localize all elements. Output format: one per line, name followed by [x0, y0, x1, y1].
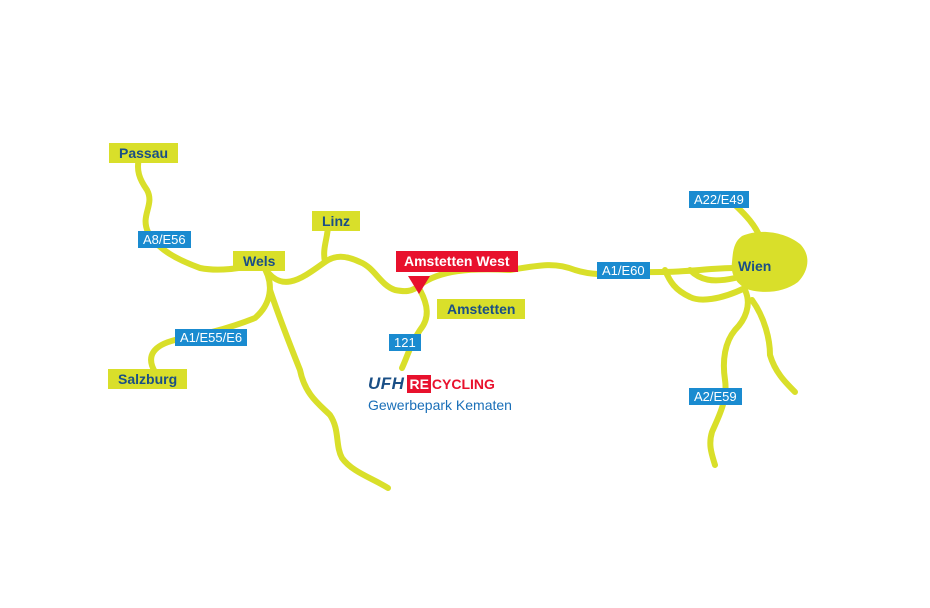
location-triangle-icon	[408, 276, 430, 294]
city-label-wels: Wels	[233, 251, 286, 271]
route-badge-a22-e49: A22/E49	[689, 191, 749, 208]
route-badge-a1-e60: A1/E60	[597, 262, 650, 279]
city-label-amstetten: Amstetten	[437, 299, 526, 319]
route-badge-a2-e59: A2/E59	[689, 388, 742, 405]
city-label-wien: Wien	[738, 258, 772, 274]
road-121	[399, 287, 430, 371]
company-location-label: Gewerbepark Kematen	[368, 397, 512, 413]
logo-ufh-text: UFH	[368, 374, 405, 393]
road-wien-loop	[662, 267, 748, 303]
road-wels-south	[267, 287, 391, 491]
route-badge-121: 121	[389, 334, 421, 351]
ufh-recycling-logo: UFH RE CYCLING	[368, 375, 495, 393]
logo-re-text: RE	[407, 375, 431, 393]
city-label-linz: Linz	[312, 211, 360, 231]
logo-cycling-text: CYCLING	[431, 376, 495, 392]
road-wels-linz-amstetten	[259, 253, 423, 295]
route-badge-a8-e56: A8/E56	[138, 231, 191, 248]
road-wien-loop-2	[687, 267, 738, 284]
road-a2	[707, 287, 751, 468]
road-salzburg-wels	[148, 261, 273, 375]
city-label-salzburg: Salzburg	[108, 369, 188, 389]
route-badge-a1-e55-e6: A1/E55/E6	[175, 329, 248, 346]
exit-label-amstetten-west: Amstetten West	[396, 251, 518, 272]
wien-city-area	[731, 231, 808, 292]
city-label-passau: Passau	[109, 143, 179, 163]
road-wien-southeast	[749, 297, 798, 395]
